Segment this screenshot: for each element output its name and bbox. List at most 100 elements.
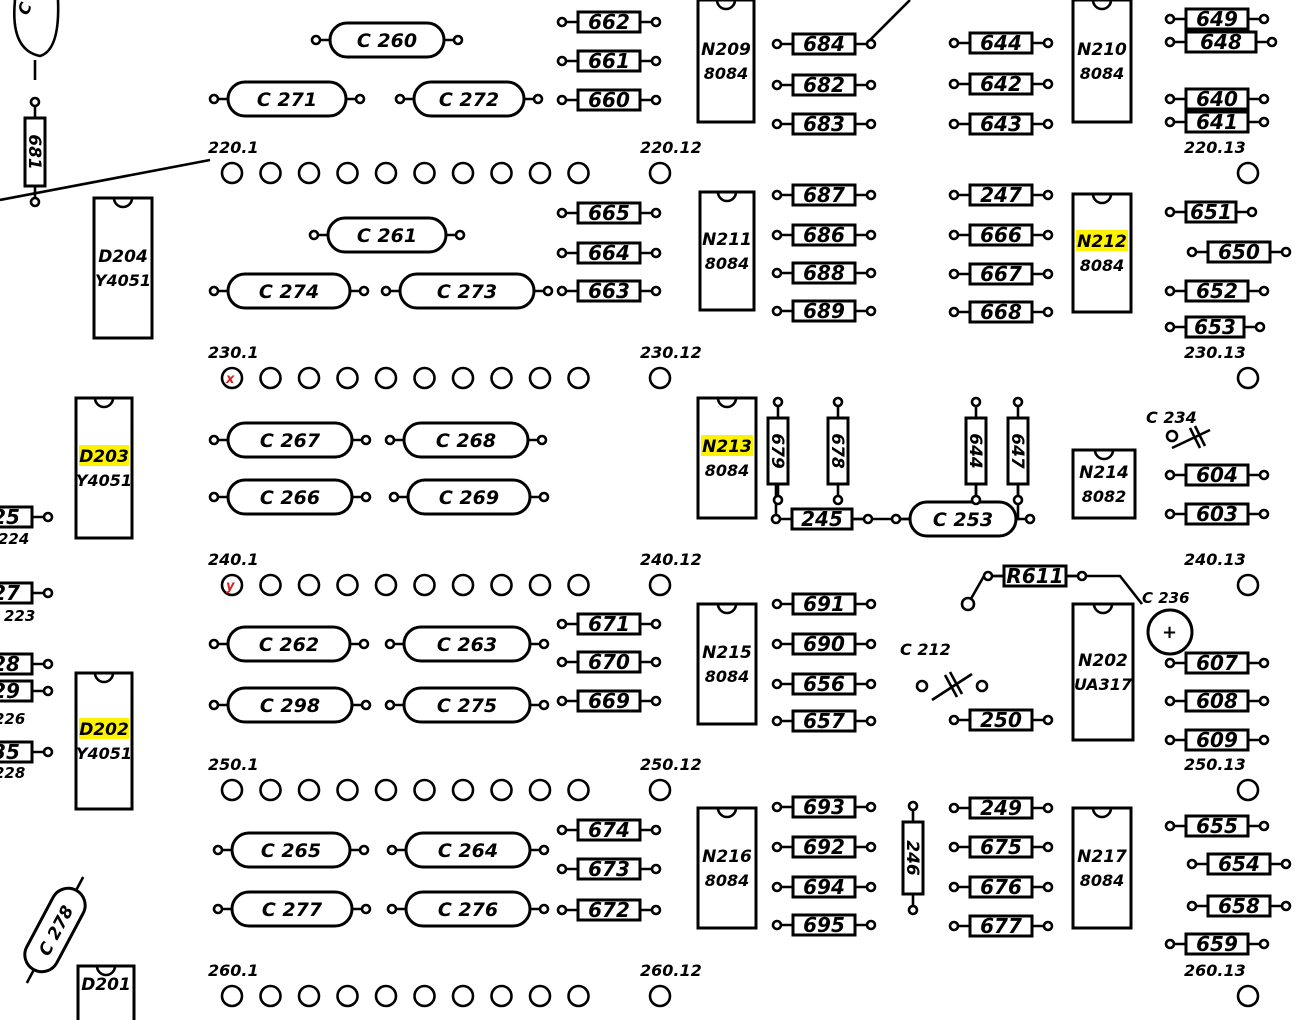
header-pin — [528, 778, 552, 802]
resistor-label: 640 — [1196, 87, 1238, 111]
capacitor: C 261 — [308, 216, 466, 254]
resistor-body — [791, 32, 857, 56]
resistor-label: 607 — [1196, 651, 1238, 675]
lead-pad — [1042, 118, 1054, 130]
lead-pad — [650, 55, 662, 67]
header-pin — [259, 161, 282, 185]
resistor-label: 247 — [980, 183, 1022, 207]
lead-pad — [771, 305, 783, 317]
resistor-body — [791, 835, 857, 859]
capacitor-label: C 275 — [437, 695, 497, 717]
chip-body — [1071, 448, 1137, 520]
header-pin-12 — [648, 366, 672, 390]
resistor-label: 670 — [588, 650, 630, 674]
resistor-vertical: 644 — [964, 396, 988, 506]
resistor-body — [791, 73, 857, 97]
lead-pad — [1164, 321, 1176, 333]
resistor: 642 — [948, 72, 1054, 96]
lead-pad — [865, 715, 877, 727]
resistor-label: 671 — [588, 612, 630, 636]
solder-pad — [960, 596, 976, 612]
lead-pad — [208, 93, 220, 105]
highlight-mark — [701, 435, 753, 456]
resistor-body — [1206, 852, 1272, 876]
lead-pad — [1042, 714, 1054, 726]
resistor-label: 674 — [588, 818, 630, 842]
resistor-body — [1184, 7, 1250, 31]
lead-pad — [948, 189, 960, 201]
lead-pad — [862, 513, 874, 525]
header-pin — [413, 161, 436, 185]
header-label-12: 250.12 — [640, 755, 702, 774]
resistor-body — [968, 223, 1034, 247]
header-label-12: 240.12 — [640, 550, 702, 569]
capacitor: C 269 — [388, 478, 550, 516]
capacitor-label: C 269 — [439, 487, 499, 509]
resistor-body — [1184, 315, 1246, 339]
resistor-label: 681 — [24, 134, 44, 170]
resistor: 665 — [556, 201, 662, 225]
lead-pad — [907, 904, 919, 916]
lead-pad — [1246, 206, 1258, 218]
red-marker: x — [225, 372, 235, 387]
resistor-body — [576, 857, 642, 881]
header-pin — [451, 984, 475, 1008]
resistor-label: 650 — [1218, 240, 1260, 264]
lead-pad — [360, 434, 372, 446]
resistor-label: 690 — [803, 632, 845, 656]
header-pin — [374, 366, 398, 390]
lead-pad — [650, 207, 662, 219]
lead-pad — [650, 16, 662, 28]
lead-pad — [948, 841, 960, 853]
lead-pad — [771, 38, 783, 50]
resistor-label: 653 — [1194, 315, 1236, 339]
lead-pad — [1024, 513, 1036, 525]
header-label-12: 260.12 — [640, 961, 702, 980]
lead-pad — [832, 494, 844, 506]
resistor-label: 664 — [588, 241, 630, 265]
resistor-body — [968, 31, 1034, 55]
chip-body — [696, 806, 758, 930]
resistor-label: 246 — [902, 840, 922, 876]
chip-name: N210 — [1077, 40, 1127, 60]
lead-pad — [1042, 229, 1054, 241]
resistor-label: 25 — [0, 505, 20, 529]
resistor: 249 — [948, 796, 1054, 820]
resistor-body — [790, 507, 854, 531]
lead-pad — [650, 94, 662, 106]
resistor-body — [1184, 651, 1250, 675]
resistor: 657 — [771, 709, 877, 733]
capacitor-body — [226, 686, 354, 724]
lead-pad — [556, 55, 568, 67]
chip-body — [1071, 602, 1135, 742]
capacitor: C 298 — [208, 686, 372, 724]
capacitor-label: C 263 — [437, 634, 497, 656]
resistor: 641 — [1164, 110, 1270, 134]
header-pin-13 — [1236, 778, 1260, 802]
lead-pad — [532, 93, 544, 105]
chip-body — [1071, 0, 1133, 124]
resistor-body — [23, 116, 47, 188]
lead-pad — [771, 881, 783, 893]
resistor-body — [968, 112, 1034, 136]
header-pin — [374, 573, 398, 597]
resistor: 692 — [771, 835, 877, 859]
chip-name: N213 — [702, 437, 752, 457]
chip-body — [696, 396, 758, 520]
lead-pad — [650, 863, 662, 875]
lead-pad — [1254, 321, 1266, 333]
pin1-notch — [1092, 603, 1114, 615]
resistor-body — [576, 88, 642, 112]
resistor-body — [1206, 240, 1272, 264]
lead-pad — [865, 267, 877, 279]
lead-pad — [1186, 246, 1198, 258]
lead-pad — [771, 919, 783, 931]
lead-pad — [771, 841, 783, 853]
capacitor: C 268 — [384, 421, 548, 459]
lead-pad — [360, 491, 372, 503]
resistor-label: 695 — [803, 913, 845, 937]
ic-chip: D201 — [76, 964, 136, 1020]
header-pin — [220, 161, 244, 185]
lead-pad — [832, 396, 844, 408]
